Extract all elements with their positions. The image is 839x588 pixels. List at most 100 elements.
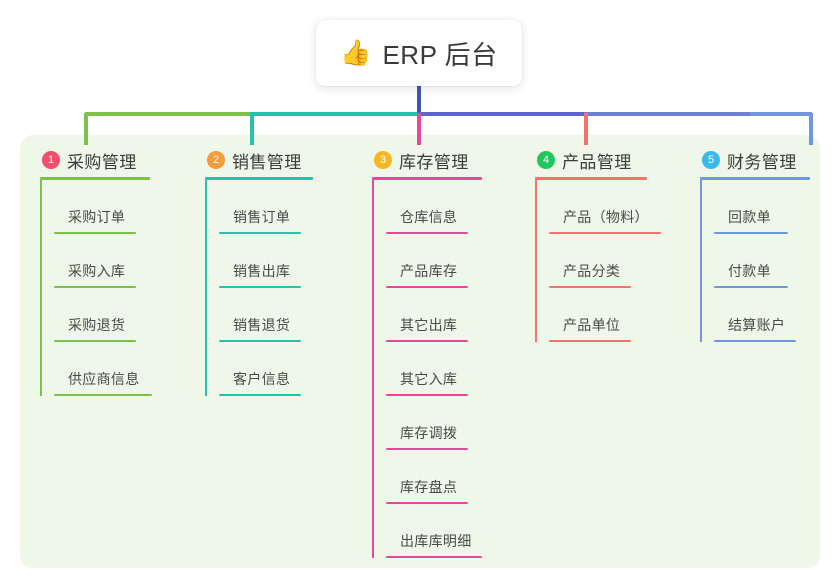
branch-item-label: 出库库明细 (400, 533, 472, 549)
branch-item-underline (386, 448, 468, 450)
branch-title-3: 库存管理 (399, 152, 469, 172)
branch-column-3: 3 库存管理仓库信息产品库存其它出库其它入库库存调拨库存盘点出库库明细 (372, 148, 502, 558)
branch-item-label: 销售出库 (233, 263, 291, 279)
branch-title-1: 采购管理 (67, 152, 137, 172)
branch-item-underline (549, 232, 661, 234)
branch-item[interactable]: 采购退货 (54, 288, 170, 342)
branch-item-label: 采购退货 (68, 317, 126, 333)
branch-item-underline (386, 556, 482, 558)
thumbs-up-icon: 👍 (340, 39, 372, 67)
branch-underline-4 (535, 177, 647, 180)
branch-item[interactable]: 仓库信息 (386, 180, 502, 234)
branch-spine-1 (40, 180, 42, 396)
branch-item-label: 回款单 (728, 209, 771, 225)
branch-item-underline (549, 286, 631, 288)
branch-item[interactable]: 结算账户 (714, 288, 820, 342)
branch-badge-3: 3 (374, 151, 392, 169)
branch-header-1[interactable]: 1 采购管理 (40, 148, 170, 172)
branch-header-5[interactable]: 5 财务管理 (700, 148, 820, 172)
branch-item-label: 产品单位 (563, 317, 621, 333)
branch-item[interactable]: 产品库存 (386, 234, 502, 288)
branch-item[interactable]: 回款单 (714, 180, 820, 234)
root-node[interactable]: 👍 ERP 后台 (316, 20, 522, 86)
branch-item-label: 库存调拨 (400, 425, 458, 441)
branch-item-label: 采购订单 (68, 209, 126, 225)
branch-item[interactable]: 客户信息 (219, 342, 335, 396)
branch-item[interactable]: 采购订单 (54, 180, 170, 234)
branch-badge-4: 4 (537, 151, 555, 169)
branch-item-underline (219, 232, 301, 234)
branch-item[interactable]: 产品单位 (549, 288, 675, 342)
branch-item-underline (54, 286, 136, 288)
branch-header-4[interactable]: 4 产品管理 (535, 148, 675, 172)
branch-item[interactable]: 产品分类 (549, 234, 675, 288)
branch-item-underline (54, 394, 152, 396)
branch-item[interactable]: 库存盘点 (386, 450, 502, 504)
branch-item[interactable]: 供应商信息 (54, 342, 170, 396)
branch-item-label: 付款单 (728, 263, 771, 279)
branch-item[interactable]: 销售退货 (219, 288, 335, 342)
branch-item[interactable]: 付款单 (714, 234, 820, 288)
branch-item-label: 供应商信息 (68, 371, 140, 387)
branch-item-underline (386, 340, 468, 342)
branch-title-2: 销售管理 (232, 152, 302, 172)
branch-item-list-4: 产品（物料） 产品分类产品单位 (535, 180, 675, 342)
branch-item-underline (386, 502, 468, 504)
branch-item-underline (54, 232, 136, 234)
branch-item[interactable]: 销售订单 (219, 180, 335, 234)
branch-column-5: 5 财务管理回款单付款单结算账户 (700, 148, 820, 342)
branch-item-underline (219, 394, 301, 396)
branch-spine-5 (700, 180, 702, 342)
branch-item-underline (386, 286, 468, 288)
branch-item[interactable]: 销售出库 (219, 234, 335, 288)
branch-header-3[interactable]: 3 库存管理 (372, 148, 502, 172)
branch-item-label: 产品分类 (563, 263, 621, 279)
branch-item[interactable]: 出库库明细 (386, 504, 502, 558)
branch-item-list-3: 仓库信息产品库存其它出库其它入库库存调拨库存盘点出库库明细 (372, 180, 502, 558)
branch-badge-5: 5 (702, 151, 720, 169)
branch-badge-2: 2 (207, 151, 225, 169)
branch-item-label: 产品库存 (400, 263, 458, 279)
branch-item[interactable]: 其它入库 (386, 342, 502, 396)
branch-item-label: 结算账户 (728, 317, 786, 333)
branch-spine-3 (372, 180, 374, 558)
branch-title-4: 产品管理 (562, 152, 632, 172)
branch-item-label: 客户信息 (233, 371, 291, 387)
branch-item-list-2: 销售订单销售出库销售退货客户信息 (205, 180, 335, 396)
branch-item-list-1: 采购订单采购入库采购退货供应商信息 (40, 180, 170, 396)
branch-item-label: 其它入库 (400, 371, 458, 387)
branch-item-label: 其它出库 (400, 317, 458, 333)
branch-underline-1 (40, 177, 150, 180)
branch-item[interactable]: 采购入库 (54, 234, 170, 288)
branch-item-label: 产品（物料） (563, 209, 649, 225)
branch-item[interactable]: 库存调拨 (386, 396, 502, 450)
branch-badge-1: 1 (42, 151, 60, 169)
branch-column-2: 2 销售管理销售订单销售出库销售退货客户信息 (205, 148, 335, 396)
branch-item-label: 仓库信息 (400, 209, 458, 225)
branch-item-underline (219, 340, 301, 342)
branch-item-underline (714, 286, 788, 288)
branch-item-label: 销售订单 (233, 209, 291, 225)
branch-underline-5 (700, 177, 810, 180)
branch-underline-3 (372, 177, 482, 180)
branch-header-2[interactable]: 2 销售管理 (205, 148, 335, 172)
branch-spine-2 (205, 180, 207, 396)
root-title: ERP 后台 (382, 39, 498, 70)
branch-underline-2 (205, 177, 313, 180)
branch-item-underline (714, 340, 796, 342)
branch-item-label: 采购入库 (68, 263, 126, 279)
branches-panel (20, 135, 820, 568)
branch-item-underline (714, 232, 788, 234)
branch-item[interactable]: 其它出库 (386, 288, 502, 342)
branch-column-4: 4 产品管理产品（物料） 产品分类产品单位 (535, 148, 675, 342)
branch-spine-4 (535, 180, 537, 342)
branch-item-underline (219, 286, 301, 288)
branch-item-label: 销售退货 (233, 317, 291, 333)
branch-item-underline (549, 340, 631, 342)
branch-title-5: 财务管理 (727, 152, 797, 172)
branch-item[interactable]: 产品（物料） (549, 180, 675, 234)
branch-item-list-5: 回款单付款单结算账户 (700, 180, 820, 342)
branch-column-1: 1 采购管理采购订单采购入库采购退货供应商信息 (40, 148, 170, 396)
branch-item-label: 库存盘点 (400, 479, 458, 495)
